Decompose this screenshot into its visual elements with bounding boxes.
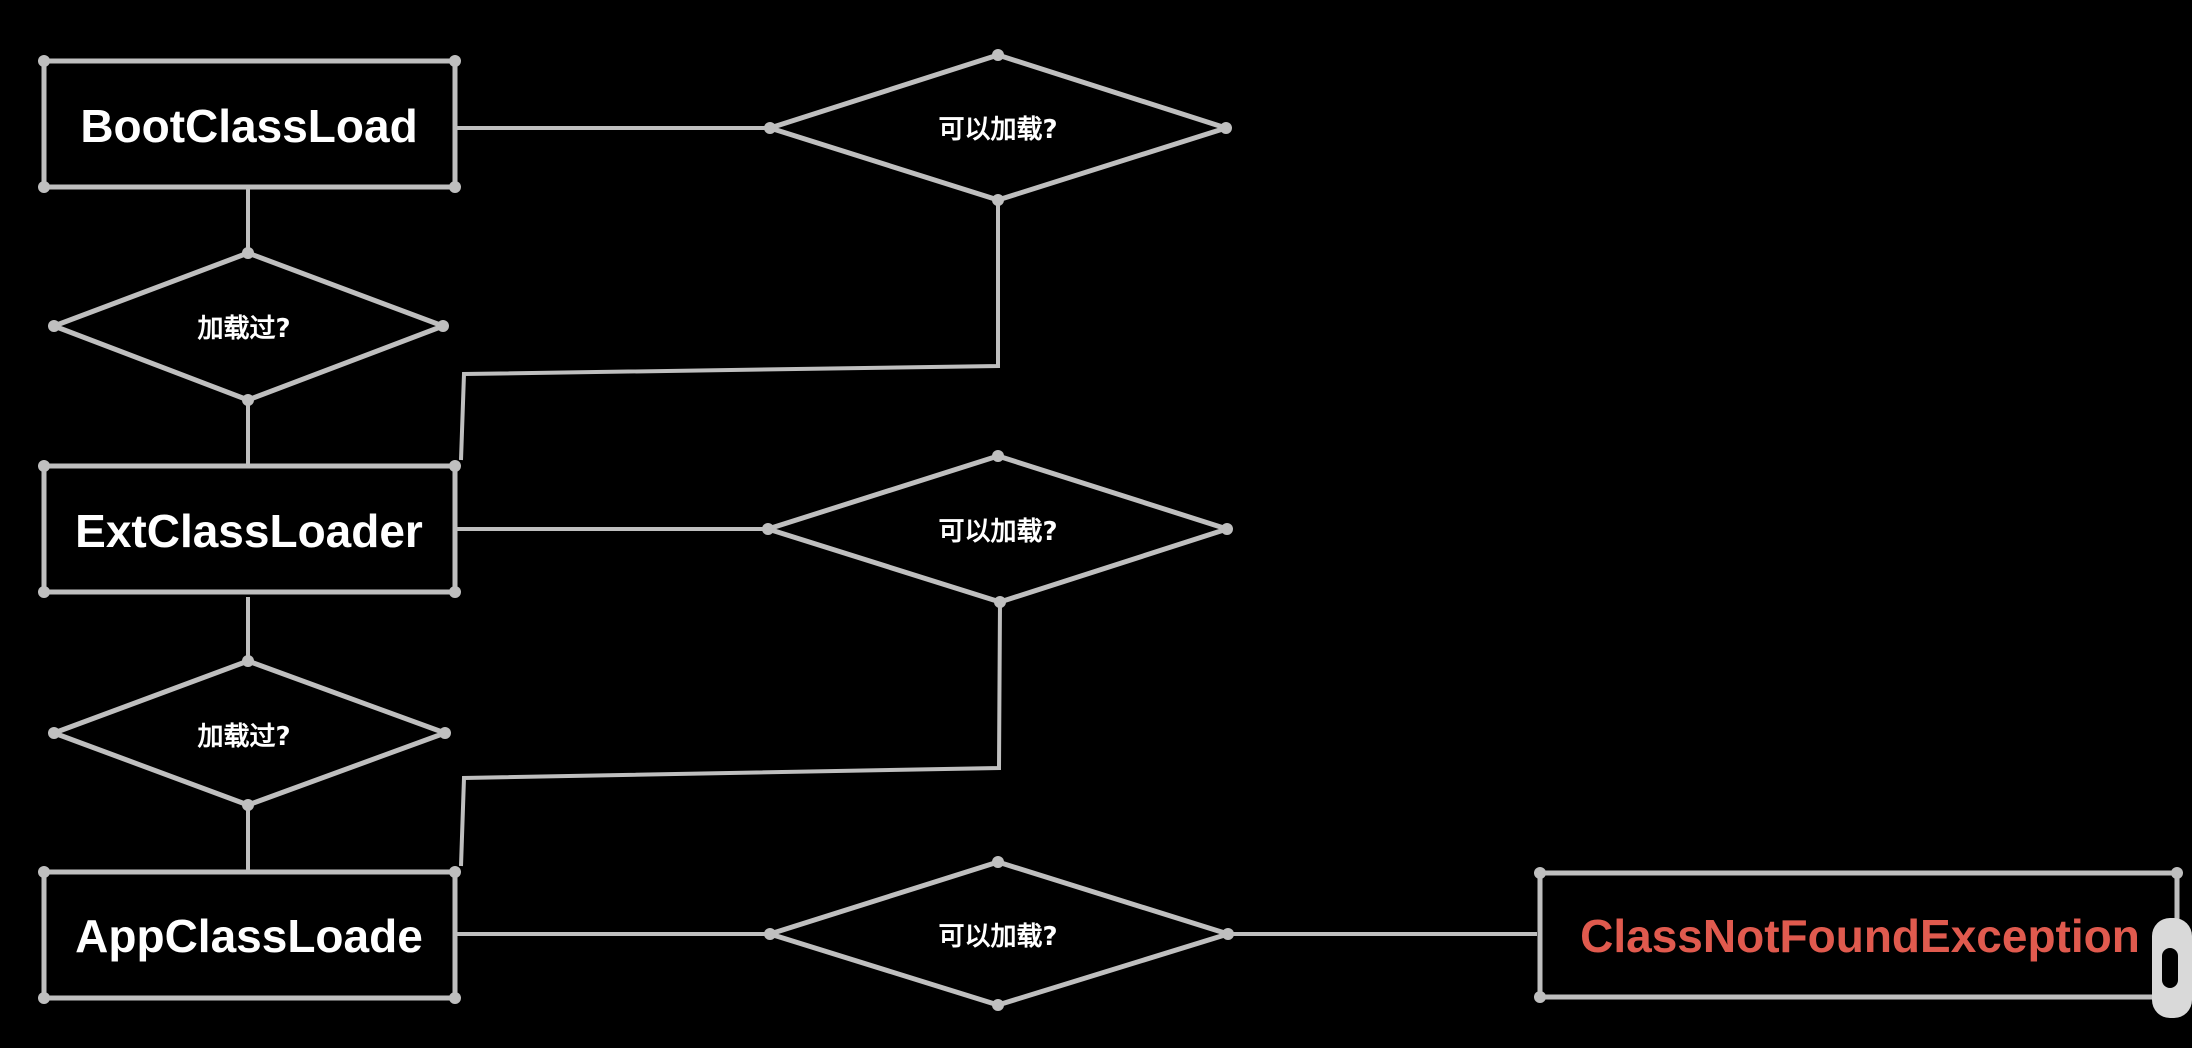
connector-ext-can-load-to-app [459, 601, 1002, 867]
decision-app-loaded-label: 加载过? [197, 722, 290, 752]
decision-ext-can-load-label: 可以加载? [938, 517, 1057, 547]
decision-app-loaded: 加载过? [48, 655, 451, 811]
connectors [246, 126, 1537, 936]
decision-ext-can-load: 可以加载? [762, 450, 1233, 608]
decision-app-can-load-label: 可以加载? [938, 922, 1057, 952]
decision-boot-can-load: 可以加载? [764, 49, 1232, 206]
class-not-found-exception-box: ClassNotFoundException [1534, 867, 2183, 1003]
ext-class-loader-box: ExtClassLoader [38, 460, 461, 598]
boot-class-loader-label: BootClassLoad [80, 100, 417, 152]
app-class-loader-label: AppClassLoade [75, 910, 423, 962]
app-class-loader-box: AppClassLoade [38, 866, 461, 1004]
connector-boot-can-load-to-ext [459, 200, 1000, 461]
decision-ext-loaded: 加载过? [48, 247, 449, 406]
decision-ext-loaded-label: 加载过? [197, 314, 290, 344]
ext-class-loader-label: ExtClassLoader [75, 505, 423, 557]
boot-class-loader-box: BootClassLoad [38, 55, 461, 193]
decision-boot-can-load-label: 可以加载? [938, 115, 1057, 145]
decision-app-can-load: 可以加载? [764, 856, 1234, 1011]
edge-overlay-tab[interactable] [2152, 918, 2192, 1018]
class-not-found-exception-label: ClassNotFoundException [1580, 910, 2140, 962]
